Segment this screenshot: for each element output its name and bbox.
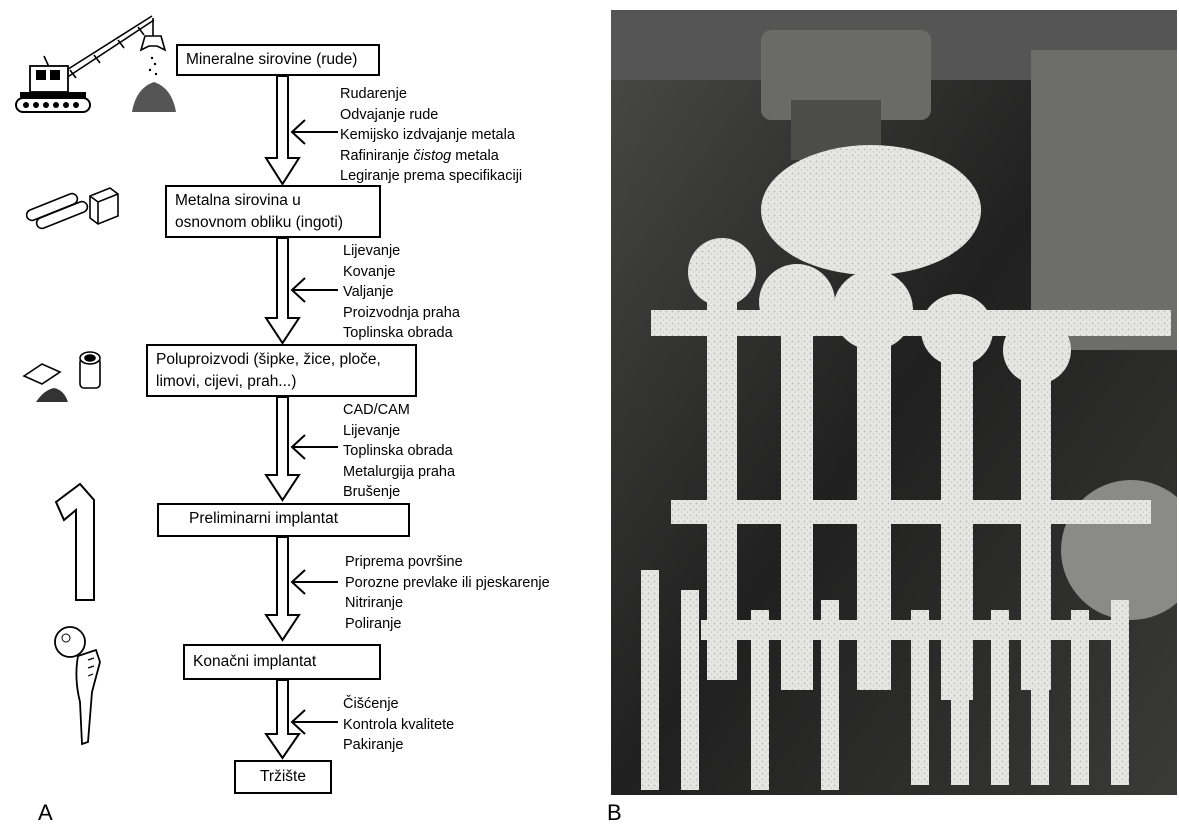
- stage-label: Tržište: [260, 768, 306, 785]
- stage-box-preliminary-implant: Preliminarni implantat: [157, 503, 410, 537]
- stage-label: Poluproizvodi (šipke, žice, ploče,: [156, 349, 407, 371]
- process-step: Odvajanje rude: [340, 105, 522, 126]
- process-steps-1: Rudarenje Odvajanje rude Kemijsko izdvaj…: [340, 84, 522, 187]
- process-step: CAD/CAM: [343, 400, 455, 421]
- input-arrow-3: [292, 435, 338, 459]
- process-step: Toplinska obrada: [343, 323, 460, 344]
- process-step: Kovanje: [343, 262, 460, 283]
- crane-excavator-icon: [14, 8, 179, 120]
- panel-label-a: A: [38, 800, 53, 826]
- stage-box-semi-products: Poluproizvodi (šipke, žice, ploče, limov…: [146, 344, 417, 397]
- stage-label: Preliminarni implantat: [189, 510, 338, 527]
- process-step: Toplinska obrada: [343, 441, 455, 462]
- hip-implant-icon: [48, 622, 108, 748]
- process-step: Pakiranje: [343, 735, 454, 756]
- stage-label: Konačni implantat: [193, 653, 316, 670]
- process-step: Rafiniranje čistog metala: [340, 146, 522, 167]
- input-arrow-4: [292, 570, 338, 594]
- stage-label: osnovnom obliku (ingoti): [175, 212, 371, 234]
- input-arrow-5: [292, 710, 338, 734]
- process-step: Porozne prevlake ili pjeskarenje: [345, 573, 550, 594]
- process-steps-5: Čišćenje Kontrola kvalitete Pakiranje: [343, 694, 454, 756]
- process-step-emphasis: čistog: [413, 148, 451, 164]
- process-step: Nitriranje: [345, 593, 550, 614]
- implant-photo: [611, 10, 1177, 795]
- stage-label: limovi, cijevi, prah...): [156, 371, 407, 393]
- panel-label-b: B: [607, 800, 622, 826]
- stage-label: Mineralne sirovine (rude): [186, 51, 357, 68]
- process-step: Priprema površine: [345, 552, 550, 573]
- process-step-text: Rafiniranje: [340, 148, 413, 164]
- process-step-text: metala: [451, 148, 499, 164]
- process-step: Kontrola kvalitete: [343, 715, 454, 736]
- stage-label: Metalna sirovina u: [175, 190, 371, 212]
- process-step: Metalurgija praha: [343, 462, 455, 483]
- semi-products-icon: [22, 346, 104, 408]
- input-arrow-1: [292, 120, 338, 144]
- process-step: Brušenje: [343, 482, 455, 503]
- process-step: Proizvodnja praha: [343, 303, 460, 324]
- stage-box-ore: Mineralne sirovine (rude): [176, 44, 380, 76]
- ingots-icon: [26, 184, 122, 232]
- coated-implants-illustration: [611, 10, 1177, 795]
- process-step: Lijevanje: [343, 241, 460, 262]
- down-arrow-4: [266, 537, 299, 640]
- input-arrow-2: [292, 278, 338, 302]
- process-step: Poliranje: [345, 614, 550, 635]
- process-step: Kemijsko izdvajanje metala: [340, 125, 522, 146]
- stage-box-final-implant: Konačni implantat: [183, 644, 381, 680]
- process-steps-3: CAD/CAM Lijevanje Toplinska obrada Metal…: [343, 400, 455, 503]
- process-step: Lijevanje: [343, 421, 455, 442]
- stage-box-ingots: Metalna sirovina u osnovnom obliku (ingo…: [165, 185, 381, 238]
- process-step: Čišćenje: [343, 694, 454, 715]
- process-steps-4: Priprema površine Porozne prevlake ili p…: [345, 552, 550, 634]
- stage-box-market: Tržište: [234, 760, 332, 794]
- implant-blank-icon: [50, 480, 110, 604]
- process-step: Legiranje prema specifikaciji: [340, 166, 522, 187]
- process-step: Rudarenje: [340, 84, 522, 105]
- process-steps-2: Lijevanje Kovanje Valjanje Proizvodnja p…: [343, 241, 460, 344]
- process-step: Valjanje: [343, 282, 460, 303]
